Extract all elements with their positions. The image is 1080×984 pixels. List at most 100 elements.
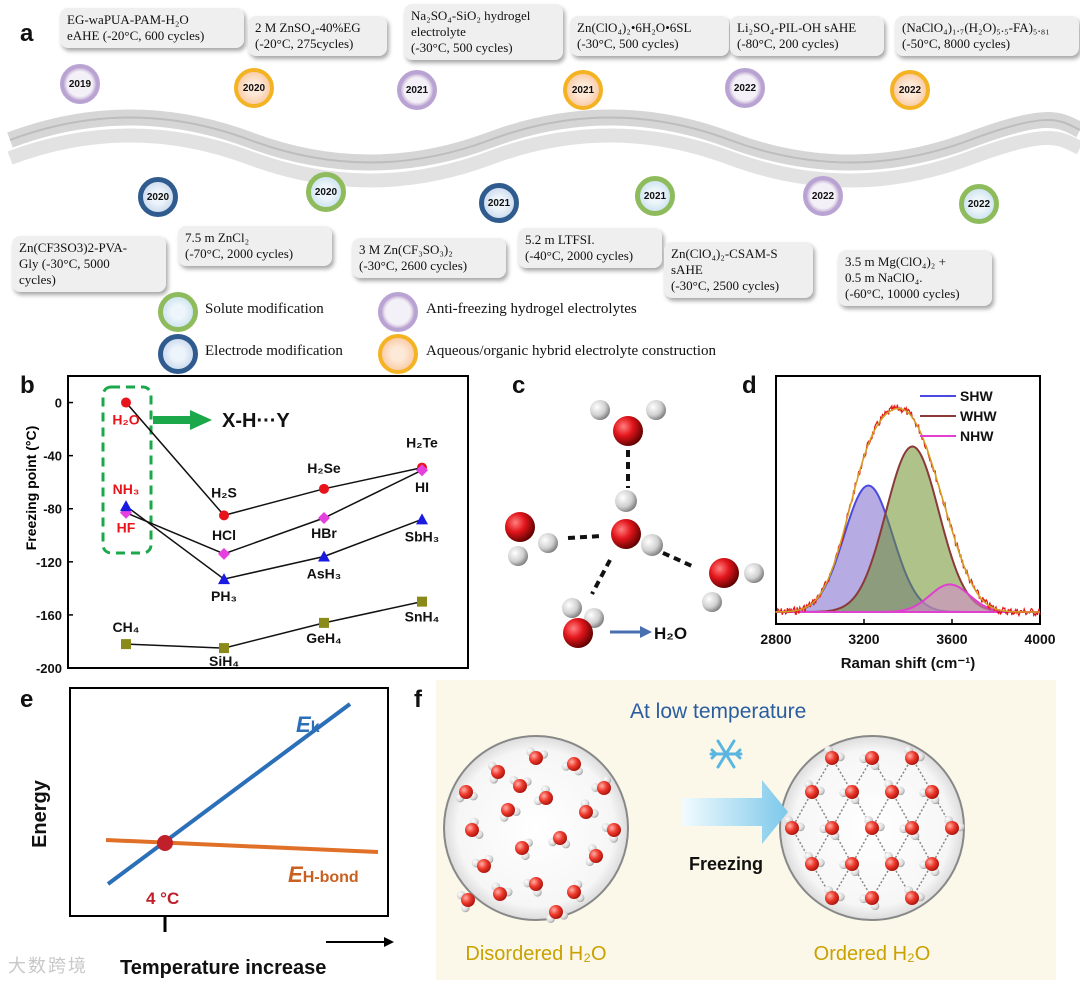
- water-molecule: [804, 779, 825, 799]
- highlight-box: [101, 385, 153, 555]
- panel-c-label: c: [512, 372, 526, 399]
- data-point: [318, 550, 330, 562]
- water-molecule: [509, 775, 532, 793]
- plot-frame: [67, 375, 469, 669]
- series-line: [125, 600, 423, 649]
- y-tick-label: -200: [36, 661, 62, 676]
- timeline-ribbon: [7, 109, 1080, 188]
- series-line: [125, 469, 423, 555]
- arrow-icon: [153, 410, 212, 430]
- data-label: HI: [415, 479, 429, 495]
- panel-a-label: a: [20, 20, 34, 47]
- water-molecule: [523, 877, 543, 897]
- year-badge: 2020: [306, 172, 346, 212]
- water-molecule: [884, 779, 905, 799]
- milestone-bubble: 5.2 m LTFSI. (-40°C, 2000 cycles): [518, 228, 662, 268]
- water-molecule: [579, 799, 599, 819]
- left-caption: Disordered H₂O: [465, 943, 606, 965]
- water-molecule: [499, 803, 521, 822]
- water-molecule: [465, 817, 484, 839]
- water-molecule: [546, 905, 569, 923]
- data-point: [416, 513, 428, 525]
- water-molecule: [515, 838, 533, 861]
- water-molecule: [824, 885, 845, 905]
- data-point: [417, 596, 427, 607]
- year-badge: 2021: [479, 183, 519, 223]
- hbond-energy-line: [105, 838, 379, 854]
- panel-e-label: e: [20, 686, 34, 713]
- water-molecule: [864, 815, 885, 835]
- milestone-bubble: (NaClO₄)₁.₇(H₂O)₅.₅-FA)₅.₈₁ (-50°C, 8000…: [895, 16, 1079, 56]
- milestone-bubble: 3 M Zn(CF₃SO₃)₂ (-30°C, 2600 cycles): [352, 238, 506, 278]
- water-molecule-diagram: H₂O: [505, 400, 764, 648]
- x-axis-label: Raman shift (cm⁻¹): [841, 655, 976, 672]
- freezing-point-chart: X-H···Y 0-40-80-120-160-200 H₂OH₂SH₂SeH₂…: [36, 375, 469, 676]
- data-label: H₂Te: [406, 435, 438, 451]
- data-point: [219, 643, 229, 654]
- illustration-title: At low temperature: [630, 700, 807, 723]
- fit-curve: [776, 407, 1040, 613]
- water-molecule-bottom: [562, 598, 604, 648]
- water-molecule-left: [505, 512, 558, 566]
- legend-swatch: [378, 292, 418, 332]
- x-tick-label: 2800: [760, 631, 791, 647]
- data-point: [219, 510, 229, 521]
- water-molecule: [784, 815, 805, 835]
- water-molecule: [491, 882, 513, 901]
- data-label: SiH₄: [209, 653, 239, 669]
- milestone-bubble: 7.5 m ZnCl₂ (-70°C, 2000 cycles): [178, 226, 332, 266]
- series-line: [125, 505, 423, 580]
- ek-label: Ek: [296, 712, 320, 737]
- x-tick-label: 3600: [936, 631, 967, 647]
- milestone-bubble: Li₂SO₄-PIL-OH sAHE (-80°C, 200 cycles): [730, 16, 884, 56]
- data-point: [218, 573, 230, 585]
- year-badge: 2020: [234, 68, 274, 108]
- water-molecule: [591, 775, 612, 795]
- water-molecule: [859, 751, 880, 771]
- water-molecule: [904, 885, 925, 905]
- data-point: [318, 512, 330, 525]
- milestone-bubble: Na₂SO₄-SiO₂ hydrogel electrolyte (-30°C,…: [404, 4, 563, 60]
- legend-label: WHW: [960, 408, 997, 424]
- water-molecule: [471, 854, 494, 873]
- data-point: [121, 397, 131, 408]
- energy-diagram: Ek EH-bond 4 °C Temperature increase Ene…: [29, 687, 394, 979]
- legend-swatch: [158, 334, 198, 374]
- water-molecule: [824, 745, 845, 765]
- y-tick-label: -40: [43, 449, 62, 464]
- data-label: H₂S: [211, 484, 237, 500]
- water-molecule: [567, 880, 585, 903]
- legend-label: NHW: [960, 428, 994, 444]
- data-label: AsH₃: [307, 566, 341, 582]
- water-molecule: [456, 890, 475, 913]
- water-molecule: [919, 857, 940, 877]
- data-label: H₂O: [112, 412, 139, 428]
- water-molecule: [904, 745, 925, 765]
- milestone-bubble: EG-waPUA-PAM-H₂O eAHE (-20°C, 600 cycles…: [60, 8, 244, 48]
- x-axis-label: Temperature increase: [120, 957, 326, 979]
- legend-label: Aqueous/organic hybrid electrolyte const…: [426, 343, 717, 359]
- data-label: HF: [117, 520, 136, 536]
- data-point: [218, 547, 230, 560]
- molecule-label: H₂O: [654, 624, 687, 643]
- arrow-head-icon: [640, 626, 652, 638]
- water-molecule: [919, 785, 940, 805]
- data-label: PH₃: [211, 588, 237, 604]
- data-label: CH₄: [113, 619, 140, 635]
- water-molecule: [839, 785, 860, 805]
- disordered-water-circle: [443, 735, 629, 921]
- data-label: SnH₄: [405, 609, 440, 625]
- panel-f-label: f: [414, 686, 422, 713]
- legend-label: Electrode modification: [205, 343, 343, 359]
- water-molecule: [884, 851, 905, 871]
- data-point: [319, 483, 329, 494]
- water-molecule: [859, 891, 880, 911]
- year-badge: 2022: [725, 68, 765, 108]
- water-molecule: [526, 747, 548, 765]
- hbond-annotation: X-H···Y: [222, 410, 290, 432]
- y-tick-label: 0: [55, 396, 62, 411]
- water-molecule: [585, 844, 603, 867]
- data-point: [416, 464, 428, 477]
- x-tick-label: 4000: [1024, 631, 1055, 647]
